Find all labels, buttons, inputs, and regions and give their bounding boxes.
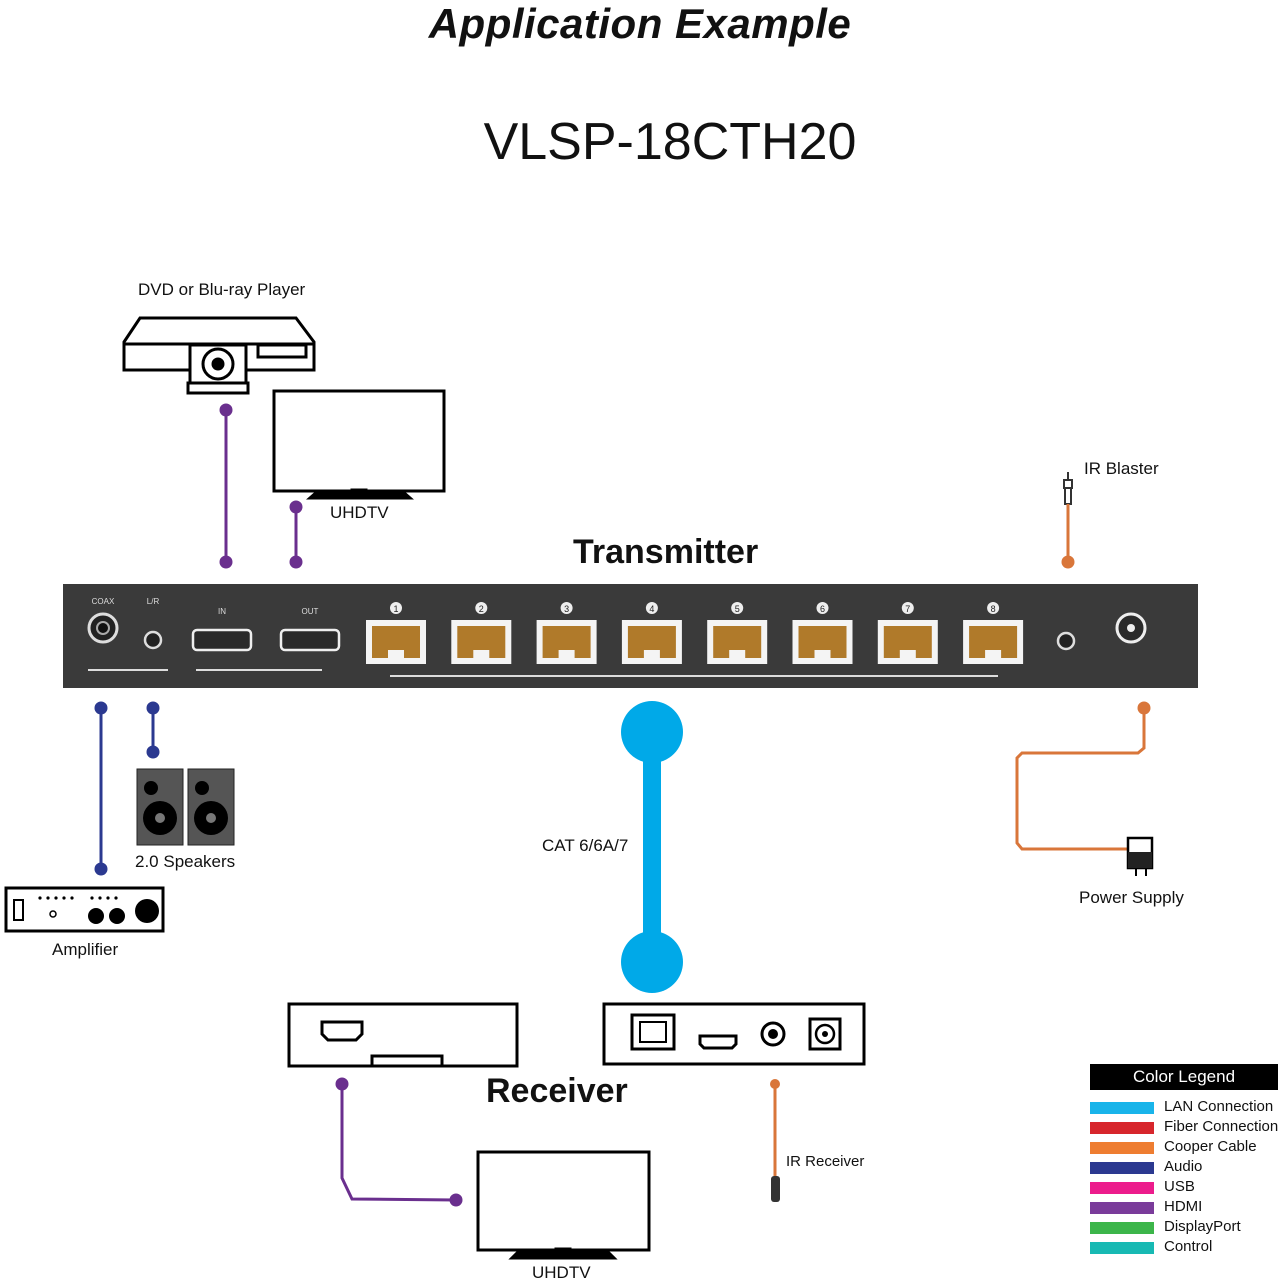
legend-item: Control <box>1090 1238 1278 1258</box>
power-supply-line <box>1015 701 1151 851</box>
ir-blaster-icon <box>1063 472 1073 505</box>
amplifier-icon <box>4 886 165 933</box>
legend-label: USB <box>1164 1178 1195 1195</box>
ir-receiver-label: IR Receiver <box>786 1153 865 1170</box>
dvd-player-label: DVD or Blu-ray Player <box>138 280 306 299</box>
model-name: VLSP-18CTH20 <box>483 113 857 171</box>
legend-item: Fiber Connection <box>1090 1118 1278 1138</box>
cat-output-port-number: 1 <box>393 604 398 614</box>
svg-text:IN: IN <box>218 607 226 616</box>
dvd-player-icon <box>122 316 316 395</box>
cat-output-port-number: 4 <box>649 604 654 614</box>
cat-output-port-2: 2 <box>451 602 512 664</box>
legend-label: Cooper Cable <box>1164 1138 1257 1155</box>
legend-swatch <box>1090 1142 1154 1154</box>
legend-item: DisplayPort <box>1090 1218 1278 1238</box>
legend-label: LAN Connection <box>1164 1098 1274 1115</box>
cat-output-port-7: 7 <box>877 602 938 664</box>
cat-output-port-5: 5 <box>707 602 768 664</box>
legend-swatch <box>1090 1162 1154 1174</box>
audio-lines <box>94 701 160 876</box>
cat-output-port-number: 2 <box>479 604 484 614</box>
power-supply-label: Power Supply <box>1079 888 1184 907</box>
legend-item: Cooper Cable <box>1090 1138 1278 1158</box>
cat-output-port-3: 3 <box>536 602 597 664</box>
legend-swatch <box>1090 1182 1154 1194</box>
cat-output-port-8: 8 <box>963 602 1024 664</box>
receiver-back-icon <box>602 1002 866 1066</box>
cat-output-port-number: 3 <box>564 604 569 614</box>
cat-output-port-number: 6 <box>820 604 825 614</box>
receiver-front-icon <box>287 1002 519 1068</box>
transmitter-label: Transmitter <box>573 533 759 571</box>
ir-receiver-line <box>770 1079 780 1202</box>
legend-item: LAN Connection <box>1090 1098 1278 1118</box>
legend-label: HDMI <box>1164 1198 1203 1215</box>
speakers-label: 2.0 Speakers <box>135 852 236 871</box>
cat-output-port-4: 4 <box>621 602 682 664</box>
cat-output-port-number: 5 <box>735 604 740 614</box>
legend-item: USB <box>1090 1178 1278 1198</box>
hdmi-lines-top <box>219 403 303 569</box>
ir-blaster-label: IR Blaster <box>1084 459 1159 478</box>
cat-output-port-1: 1 <box>366 602 426 664</box>
uhdtv-bottom-label: UHDTV <box>532 1263 591 1282</box>
legend-swatch <box>1090 1202 1154 1214</box>
cat-output-ports: 1 2 3 4 5 6 7 8 <box>366 602 1024 664</box>
cable-type-label: CAT 6/6A/7 <box>542 836 629 855</box>
cat-output-port-number: 8 <box>991 604 996 614</box>
page-title: Application Example <box>428 0 852 47</box>
legend-item: Audio <box>1090 1158 1278 1178</box>
svg-text:OUT: OUT <box>302 607 319 616</box>
svg-text:L/R: L/R <box>147 597 160 606</box>
svg-text:COAX: COAX <box>92 597 115 606</box>
legend-label: DisplayPort <box>1164 1218 1241 1235</box>
cat-output-port-6: 6 <box>792 602 853 664</box>
receiver-label: Receiver <box>486 1072 628 1110</box>
cat-output-port-number: 7 <box>905 604 910 614</box>
legend-title: Color Legend <box>1090 1064 1278 1090</box>
legend-label: Control <box>1164 1238 1213 1255</box>
legend-item: HDMI <box>1090 1198 1278 1218</box>
receiver-hdmi-line <box>335 1077 463 1207</box>
legend-label: Audio <box>1164 1158 1203 1175</box>
legend-swatch <box>1090 1102 1154 1114</box>
uhdtv-top-label: UHDTV <box>330 503 389 522</box>
speakers-icon <box>136 768 235 846</box>
legend-label: Fiber Connection <box>1164 1118 1279 1135</box>
ir-blaster-line <box>1061 504 1075 569</box>
amplifier-label: Amplifier <box>52 940 119 959</box>
legend-swatch <box>1090 1242 1154 1254</box>
uhdtv-bottom-icon <box>476 1150 651 1260</box>
uhdtv-top-icon <box>272 389 446 500</box>
lan-cable <box>621 701 683 993</box>
power-supply-icon <box>1126 836 1154 876</box>
transmitter-panel: COAX L/R IN OUT 1 2 3 4 5 6 7 8 <box>63 584 1198 688</box>
legend-swatch <box>1090 1122 1154 1134</box>
legend-swatch <box>1090 1222 1154 1234</box>
